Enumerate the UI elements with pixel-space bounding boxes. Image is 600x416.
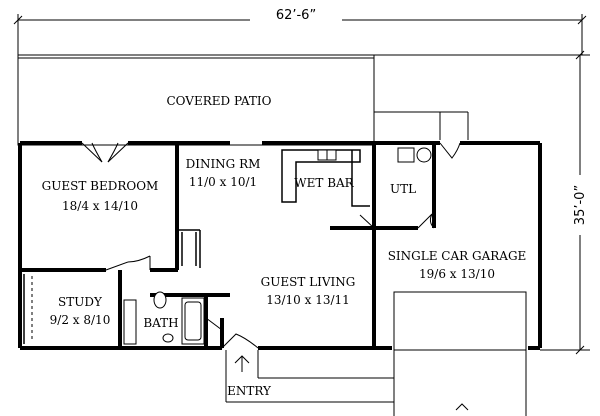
- study-closet: [23, 274, 33, 344]
- entry-walkway: [225, 350, 469, 411]
- sink-icon: [162, 333, 174, 343]
- garage-size: 19/6 x 13/10: [419, 267, 495, 281]
- room-labels: COVERED PATIO GUEST BEDROOM 18/4 x 14/10…: [42, 94, 527, 398]
- study-name: STUDY: [58, 295, 103, 309]
- utility-fixtures: [397, 147, 432, 163]
- entry-name: ENTRY: [227, 384, 272, 398]
- bath-name: BATH: [143, 316, 178, 330]
- guest-living-size: 13/10 x 13/11: [266, 293, 350, 307]
- study-size: 9/2 x 8/10: [50, 313, 111, 327]
- entry-arrow-icon: [234, 355, 250, 372]
- covered-patio-name: COVERED PATIO: [166, 94, 271, 108]
- width-dimension: 62’-6”: [13, 6, 587, 55]
- water-heater-icon: [416, 147, 432, 163]
- covered-patio: [17, 54, 565, 146]
- wet-bar-name: WET BAR: [294, 176, 354, 190]
- guest-bedroom-size: 18/4 x 14/10: [62, 199, 138, 213]
- dining-rm-name: DINING RM: [186, 157, 261, 171]
- interior-walls: [20, 143, 436, 348]
- guest-living-name: GUEST LIVING: [261, 275, 356, 289]
- guest-bedroom-name: GUEST BEDROOM: [42, 179, 159, 193]
- bath-fixtures: [123, 291, 205, 345]
- garage-name: SINGLE CAR GARAGE: [388, 249, 527, 263]
- depth-dimension-label: 35’-0”: [573, 185, 588, 225]
- doors: [81, 142, 461, 349]
- wet-bar-counter: [281, 149, 370, 207]
- dining-rm-size: 11/0 x 10/1: [189, 175, 257, 189]
- depth-dimension: 35’-0”: [540, 50, 590, 355]
- utl-name: UTL: [390, 182, 416, 196]
- width-dimension-label: 62’-6”: [276, 8, 316, 23]
- toilet-icon: [153, 291, 167, 309]
- garage-door: [393, 291, 527, 416]
